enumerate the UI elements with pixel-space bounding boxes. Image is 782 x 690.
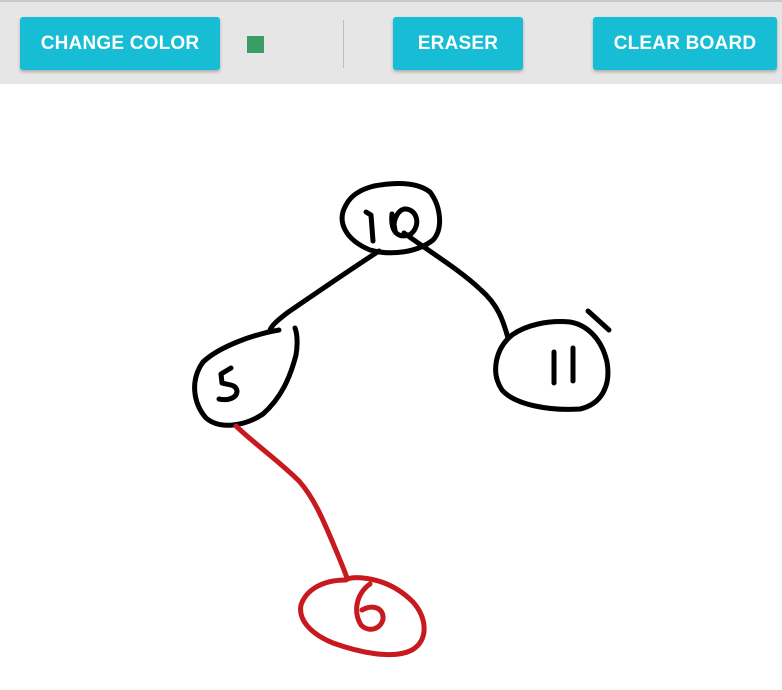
toolbar-divider — [343, 20, 344, 68]
change-color-button[interactable]: CHANGE COLOR — [20, 17, 220, 70]
current-color-swatch — [247, 36, 264, 53]
node-10-stroke — [339, 181, 443, 256]
edge-10-5-stroke — [267, 248, 382, 333]
digits-10-stroke — [363, 206, 420, 244]
digits-11-stroke — [551, 345, 576, 386]
node-6-stroke — [298, 575, 427, 658]
digit-5-stroke — [216, 365, 240, 403]
digit-6-stroke — [354, 581, 386, 632]
toolbar: CHANGE COLOR ERASER CLEAR BOARD — [0, 0, 782, 84]
node-11-stroke — [493, 308, 612, 412]
drawing-canvas[interactable] — [0, 84, 782, 690]
edge-5-6-stroke — [233, 423, 350, 581]
clear-board-button[interactable]: CLEAR BOARD — [593, 17, 777, 70]
node-5-stroke — [192, 325, 300, 428]
eraser-button[interactable]: ERASER — [393, 17, 523, 70]
drawing-surface — [192, 181, 612, 658]
edge-10-11-stroke — [401, 230, 511, 341]
